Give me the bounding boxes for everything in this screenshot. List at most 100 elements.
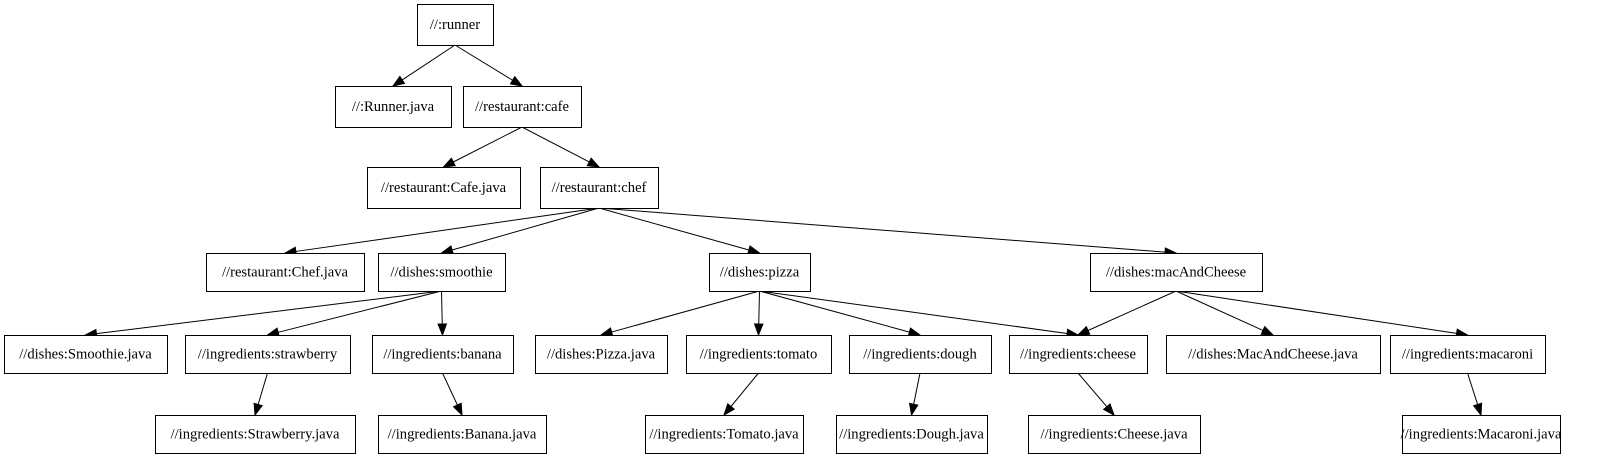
graph-node[interactable]: //dishes:pizza bbox=[709, 253, 811, 292]
edge-arrowhead bbox=[509, 75, 524, 87]
graph-node[interactable]: //restaurant:cafe bbox=[463, 86, 582, 128]
node-label: //ingredients:Macaroni.java bbox=[1401, 426, 1562, 442]
edge-arrowhead bbox=[1472, 402, 1483, 417]
graph-node[interactable]: //ingredients:tomato bbox=[686, 335, 832, 374]
node-box[interactable] bbox=[1166, 335, 1381, 374]
graph-edge bbox=[437, 290, 448, 337]
edge-line bbox=[278, 290, 442, 333]
graph-node[interactable]: //ingredients:cheese bbox=[1009, 335, 1148, 374]
node-box[interactable] bbox=[1390, 335, 1546, 374]
graph-node[interactable]: //ingredients:strawberry bbox=[185, 335, 351, 374]
graph-node[interactable]: //:Runner.java bbox=[335, 86, 452, 128]
edge-line bbox=[1175, 290, 1264, 331]
node-label: //dishes:MacAndCheese.java bbox=[1188, 346, 1358, 362]
graph-node[interactable]: //restaurant:Chef.java bbox=[206, 253, 365, 292]
graph-edge bbox=[266, 290, 442, 337]
node-box[interactable] bbox=[367, 167, 521, 209]
graph-edge bbox=[442, 126, 523, 168]
node-box[interactable] bbox=[535, 335, 668, 374]
node-box[interactable] bbox=[1402, 415, 1561, 454]
node-box[interactable] bbox=[645, 415, 804, 454]
graph-node[interactable]: //:runner bbox=[417, 4, 494, 46]
edge-line bbox=[295, 207, 600, 252]
node-box[interactable] bbox=[417, 4, 494, 46]
graph-edge bbox=[1175, 290, 1275, 336]
graph-edge bbox=[283, 207, 600, 257]
node-box[interactable] bbox=[540, 167, 659, 209]
graph-node[interactable]: //restaurant:Cafe.java bbox=[367, 167, 521, 209]
edge-line bbox=[611, 290, 760, 333]
node-box[interactable] bbox=[463, 86, 582, 128]
edge-arrowhead bbox=[907, 327, 922, 337]
graph-node[interactable]: //ingredients:macaroni bbox=[1390, 335, 1546, 374]
node-box[interactable] bbox=[849, 335, 992, 374]
node-box[interactable] bbox=[1090, 253, 1263, 292]
edge-line bbox=[441, 290, 443, 325]
graph-edge bbox=[908, 372, 921, 417]
graph-node[interactable]: //ingredients:Dough.java bbox=[836, 415, 988, 454]
graph-edge bbox=[440, 207, 600, 255]
node-label: //restaurant:Chef.java bbox=[222, 264, 349, 280]
graph-edge bbox=[521, 126, 601, 168]
edge-arrowhead bbox=[253, 402, 264, 417]
node-box[interactable] bbox=[372, 335, 514, 374]
edge-line bbox=[401, 44, 456, 81]
edge-arrowhead bbox=[599, 327, 614, 337]
edge-arrowhead bbox=[391, 75, 406, 87]
node-box[interactable] bbox=[709, 253, 811, 292]
node-label: //:Runner.java bbox=[352, 99, 435, 115]
graph-edge bbox=[753, 290, 764, 337]
edge-arrowhead bbox=[723, 402, 736, 417]
node-label: //ingredients:Dough.java bbox=[839, 426, 984, 442]
edge-arrowhead bbox=[747, 245, 761, 255]
graph-edge bbox=[454, 44, 524, 87]
node-box[interactable] bbox=[185, 335, 351, 374]
node-box[interactable] bbox=[378, 253, 506, 292]
node-label: //ingredients:cheese bbox=[1020, 346, 1136, 362]
graph-node[interactable]: //dishes:Smoothie.java bbox=[4, 335, 168, 374]
edge-line bbox=[730, 372, 759, 407]
edge-arrowhead bbox=[1102, 403, 1115, 417]
node-label: //ingredients:Strawberry.java bbox=[171, 426, 340, 442]
graph-node[interactable]: //ingredients:Macaroni.java bbox=[1401, 415, 1562, 454]
graph-edge bbox=[1175, 290, 1469, 339]
node-box[interactable] bbox=[335, 86, 452, 128]
graph-node[interactable]: //ingredients:Tomato.java bbox=[645, 415, 804, 454]
graph-edge bbox=[391, 44, 456, 87]
edge-arrowhead bbox=[1076, 325, 1091, 336]
node-layer: //:runner //:Runner.java //restaurant:cafe… bbox=[4, 4, 1562, 454]
node-box[interactable] bbox=[155, 415, 356, 454]
graph-node[interactable]: //ingredients:Strawberry.java bbox=[155, 415, 356, 454]
node-label: //ingredients:macaroni bbox=[1402, 346, 1533, 362]
node-box[interactable] bbox=[1009, 335, 1148, 374]
graph-node[interactable]: //dishes:smoothie bbox=[378, 253, 506, 292]
edge-line bbox=[453, 126, 523, 163]
graph-node[interactable]: //ingredients:banana bbox=[372, 335, 514, 374]
node-label: //ingredients:tomato bbox=[700, 346, 818, 362]
graph-node[interactable]: //dishes:Pizza.java bbox=[535, 335, 668, 374]
node-box[interactable] bbox=[206, 253, 365, 292]
node-box[interactable] bbox=[686, 335, 832, 374]
edge-line bbox=[1175, 290, 1457, 334]
graph-node[interactable]: //ingredients:Cheese.java bbox=[1028, 415, 1201, 454]
node-box[interactable] bbox=[1028, 415, 1201, 454]
node-label: //ingredients:dough bbox=[863, 346, 977, 362]
graph-edge bbox=[84, 290, 442, 339]
graph-node[interactable]: //dishes:MacAndCheese.java bbox=[1166, 335, 1381, 374]
node-label: //dishes:Pizza.java bbox=[547, 346, 656, 362]
graph-node[interactable]: //ingredients:dough bbox=[849, 335, 992, 374]
node-label: //dishes:smoothie bbox=[390, 264, 492, 280]
node-label: //dishes:macAndCheese bbox=[1106, 264, 1246, 280]
node-box[interactable] bbox=[378, 415, 547, 454]
node-box[interactable] bbox=[4, 335, 168, 374]
edge-line bbox=[451, 207, 600, 251]
edge-line bbox=[598, 207, 1166, 253]
graph-node[interactable]: //restaurant:chef bbox=[540, 167, 659, 209]
node-box[interactable] bbox=[836, 415, 988, 454]
graph-node[interactable]: //dishes:macAndCheese bbox=[1090, 253, 1263, 292]
node-label: //ingredients:Tomato.java bbox=[649, 426, 799, 442]
graph-node[interactable]: //ingredients:Banana.java bbox=[378, 415, 547, 454]
graph-edge bbox=[723, 372, 759, 417]
